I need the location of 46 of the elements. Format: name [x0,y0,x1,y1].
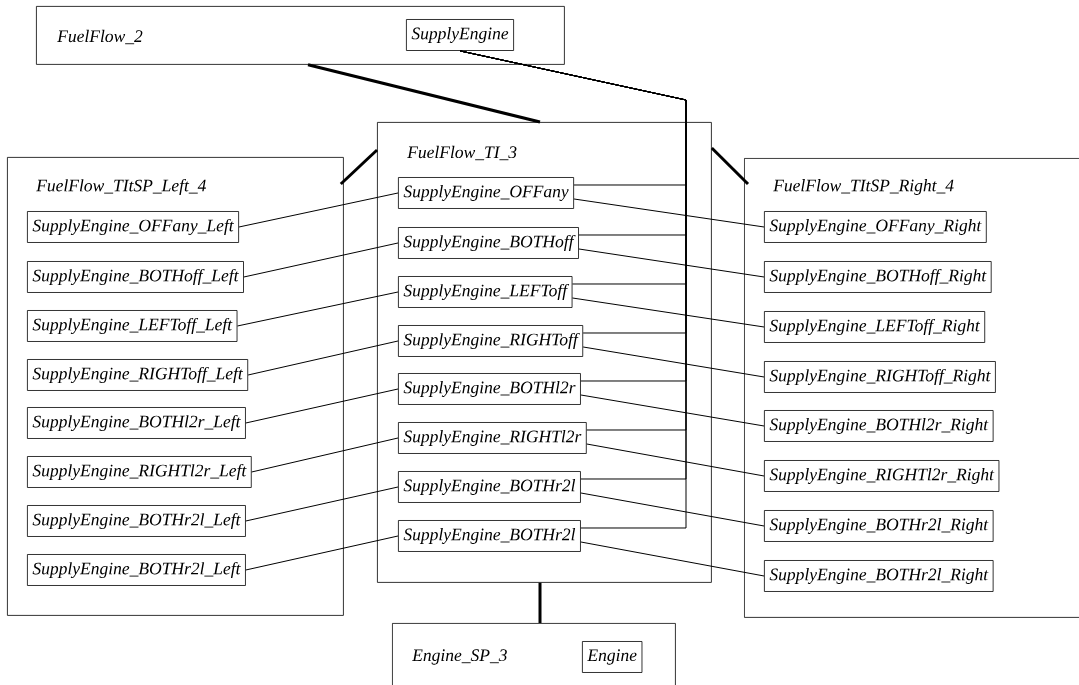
connector-line [247,340,399,376]
label-box: SupplyEngine_RIGHTl2r_Right [764,460,1000,492]
label-box: SupplyEngine_BOTHoff_Left [27,261,244,293]
label-box: SupplyEngine_LEFToff_Left [27,310,238,342]
connector-line [582,346,765,378]
label-box: SupplyEngine_BOTHoff [398,227,579,259]
label-box: SupplyEngine_BOTHr2l_Right [764,510,994,542]
thick-connector [339,148,379,186]
connector-line [245,388,399,424]
label-box: SupplyEngine_RIGHTl2r [398,422,587,454]
label-box: SupplyEngine_LEFToff_Right [764,311,986,343]
label-box: SupplyEngine_BOTHr2l [398,471,581,503]
connector-line [245,486,399,522]
connector-line [580,541,765,577]
label-box: SupplyEngine_BOTHl2r_Left [27,407,246,439]
label-box: SupplyEngine_RIGHTl2r_Left [27,456,252,488]
label-box: SupplyEngine_OFFany [398,177,575,209]
connector-line [243,242,399,278]
connector-line [245,535,399,571]
label-box: SupplyEngine [406,19,514,51]
label-box: SupplyEngine_OFFany_Right [764,211,987,243]
label-box: SupplyEngine_BOTHr2l_Left [27,505,246,537]
label-box: SupplyEngine_BOTHr2l_Right [764,560,994,592]
label-box: SupplyEngine_BOTHr2l [398,520,581,552]
connector-line [586,443,765,477]
label-box: SupplyEngine_BOTHr2l_Left [27,554,246,586]
thick-connector [307,63,541,124]
label-box: SupplyEngine_RIGHToff_Left [27,359,249,391]
thick-connector [538,582,542,623]
connector-line [251,437,399,473]
label-box: SupplyEngine_OFFany_Left [27,211,239,243]
label-box: SupplyEngine_RIGHToff [398,325,584,357]
label-box: Engine [582,641,643,673]
connector-line [236,291,399,327]
thick-connector [710,146,750,186]
label-box: SupplyEngine_RIGHToff_Right [764,361,996,393]
connector-line [573,198,765,228]
connector-line [238,192,399,228]
connector-line [578,248,765,278]
connector-line [580,394,765,427]
label-box: SupplyEngine_LEFToff [398,276,573,308]
label-box: SupplyEngine_BOTHoff_Right [764,261,992,293]
connector-line [580,492,765,527]
label-box: SupplyEngine_BOTHl2r [398,373,581,405]
connector-line [571,297,765,328]
label-box: SupplyEngine_BOTHl2r_Right [764,410,994,442]
